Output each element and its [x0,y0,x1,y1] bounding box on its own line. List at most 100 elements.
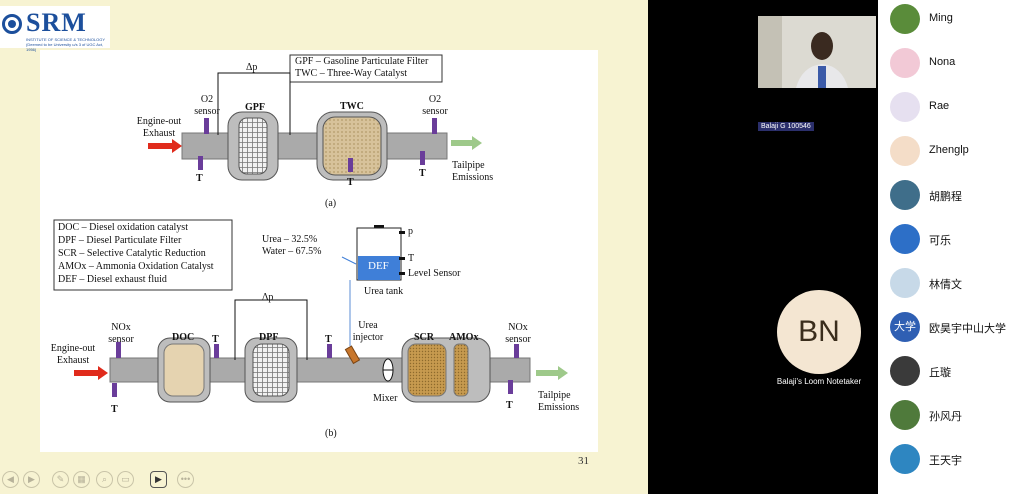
logo-subtitle: INSTITUTE OF SCIENCE & TECHNOLOGY (Deeme… [26,37,105,52]
participant-avatar [890,224,920,254]
speaker-video [758,16,876,88]
dpf-label: DPF [259,332,279,343]
participant-row[interactable]: Zhenglp [878,132,1035,176]
speaker-name-tag: Balaji G 100546 [758,122,814,131]
participant-name: 王天宇 [929,455,962,467]
srm-logo: SRM INSTITUTE OF SCIENCE & TECHNOLOGY (D… [0,6,110,52]
delta-p-label-a: Δp [246,62,258,73]
zoom-icon[interactable]: ⌕ [96,471,113,488]
legend-a-item: TWC – Three-Way Catalyst [295,68,408,79]
participant-row[interactable]: 林倩文 [878,264,1035,308]
see-all-slides-icon[interactable]: ▦ [73,471,90,488]
urea-tank-label: Urea tank [364,286,404,297]
participant-row[interactable]: Rae [878,88,1035,132]
aftertreatment-diagram: GPF – Gasoline Particulate Filter TWC – … [40,50,598,452]
caption-a: (a) [325,198,337,209]
scr-label: SCR [414,332,435,343]
twc-catalyst [322,116,382,176]
pen-icon[interactable]: ✎ [52,471,69,488]
participant-avatar [890,180,920,210]
participant-name: 林倩文 [929,279,962,291]
legend-a-item: GPF – Gasoline Particulate Filter [295,56,429,67]
participant-name: Rae [929,100,950,112]
more-options-icon[interactable]: ••• [177,471,194,488]
t-label: T [347,177,354,188]
participant-name: 孙风丹 [929,411,962,423]
amox-label: AMOx [449,332,479,343]
legend-b-box [53,219,233,291]
delta-p-label-b: Δp [262,292,274,303]
next-slide-icon[interactable]: ▶ [23,471,40,488]
logo-emblem-icon [2,14,22,34]
speaker-person-image [758,16,876,88]
participant-avatar [890,92,920,122]
legend-b-item: DEF – Diesel exhaust fluid [58,274,167,285]
participant-avatar [890,4,920,34]
participant-avatar [890,268,920,298]
participant-name: 欧昊宇中山大学 [929,323,1006,335]
participant-row[interactable]: 丘璇 [878,352,1035,396]
participant-name: Zhenglp [929,144,969,156]
participant-name: Ming [929,12,953,24]
legend-b-item: DOC – Diesel oxidation catalyst [58,222,188,233]
participant-row[interactable]: 大学欧昊宇中山大学 [878,308,1035,352]
legend-b-item: DPF – Diesel Particulate Filter [58,235,182,246]
logo-name: SRM [26,8,87,37]
mixer-label: Mixer [373,393,398,404]
previous-slide-icon[interactable]: ◀ [2,471,19,488]
participant-avatar [890,48,920,78]
tank-temp-label: T [408,253,415,264]
participant-avatar [890,444,920,474]
pressure-label: p [408,226,413,237]
participant-row[interactable]: 可乐 [878,220,1035,264]
notetaker-label: Balaji's Loom Notetaker [776,377,862,386]
t-label: T [419,168,426,179]
shared-slide: SRM INSTITUTE OF SCIENCE & TECHNOLOGY (D… [0,0,648,494]
participant-name: 胡鹏程 [929,191,962,203]
subtitles-icon[interactable]: ▭ [117,471,134,488]
t-label: T [506,400,513,411]
notetaker-avatar: BN [777,290,861,374]
exhaust-in-arrow-b [74,366,108,380]
def-fluid [358,256,400,280]
participant-avatar [890,356,920,386]
participant-row[interactable]: 胡鹏程 [878,176,1035,220]
participant-row[interactable]: Nona [878,44,1035,88]
t-label: T [212,334,219,345]
participant-name: Nona [929,56,956,68]
def-label: DEF [368,260,389,272]
participant-name: 丘璇 [929,367,951,379]
slideshow-toolbar: ◀ ▶ ✎ ▦ ⌕ ▭ ▶ ••• [0,468,200,492]
participant-avatar: 大学 [890,312,920,342]
participant-row[interactable]: 孙风丹 [878,396,1035,440]
participant-row[interactable]: 王天宇 [878,440,1035,484]
participant-avatar [890,400,920,430]
exhaust-out-arrow-a [451,136,482,150]
gpf-label: GPF [245,102,265,113]
camera-icon[interactable]: ▶ [150,471,167,488]
urea-composition: Urea – 32.5%Water – 67.5% [262,234,322,257]
t-label: T [325,334,332,345]
video-area: Balaji G 100546 [648,0,878,494]
exhaust-out-arrow-b [536,366,568,380]
t-label: T [196,173,203,184]
gpf-filter [238,117,268,175]
doc-label: DOC [172,332,195,343]
participant-row[interactable]: Ming [878,0,1035,44]
participant-avatar [890,136,920,166]
legend-b-item: AMOx – Ammonia Oxidation Catalyst [58,261,214,272]
caption-b: (b) [325,428,337,439]
level-sensor-label: Level Sensor [408,268,461,279]
legend-a-box [289,54,443,83]
diagram-graphics [53,54,568,403]
